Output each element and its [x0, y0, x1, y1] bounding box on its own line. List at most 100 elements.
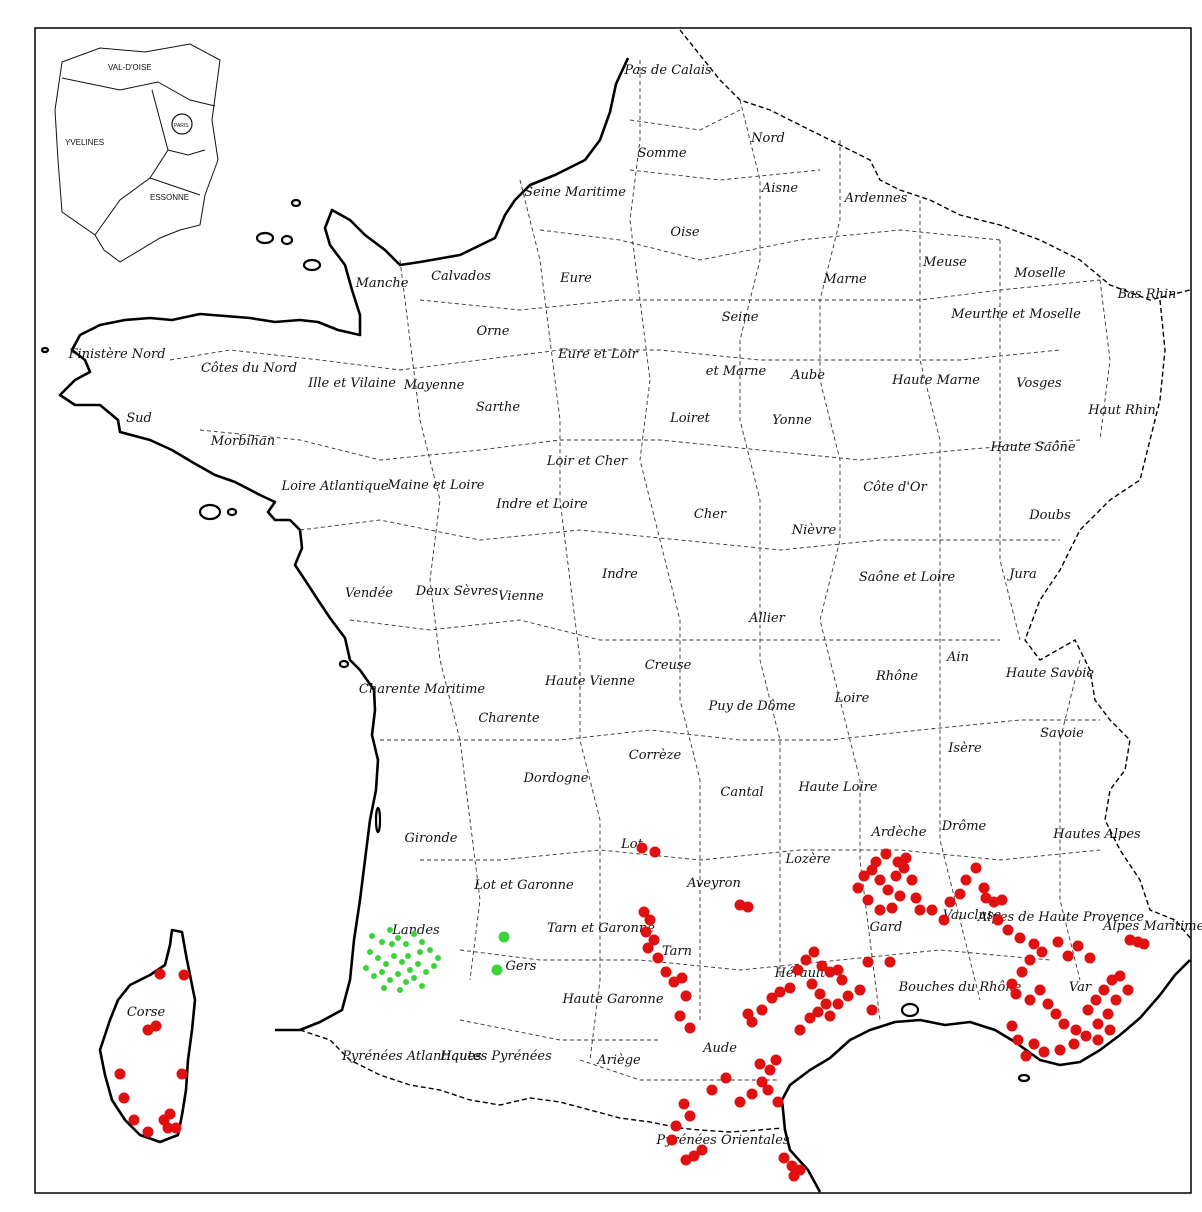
red-marker — [734, 1096, 746, 1108]
department-label: Gironde — [405, 831, 458, 846]
department-label: Aude — [702, 1041, 737, 1056]
department-label: Pyrénées Orientales — [655, 1133, 789, 1148]
green-marker — [411, 931, 417, 937]
department-label: Loir et Cher — [546, 454, 628, 469]
department-label: Eure et Loir — [557, 347, 639, 362]
pyrenees-border — [299, 1029, 783, 1133]
red-marker — [128, 1114, 140, 1126]
red-marker — [894, 890, 906, 902]
red-marker — [858, 870, 870, 882]
red-marker — [832, 964, 844, 976]
green-marker — [431, 963, 437, 969]
green-marker — [371, 973, 377, 979]
red-marker — [824, 1010, 836, 1022]
green-marker — [395, 971, 401, 977]
green-marker — [379, 939, 385, 945]
red-marker — [814, 988, 826, 1000]
red-marker — [649, 846, 661, 858]
red-marker — [678, 1098, 690, 1110]
red-marker — [1122, 984, 1134, 996]
green-marker — [369, 933, 375, 939]
red-marker — [766, 992, 778, 1004]
red-marker — [820, 998, 832, 1010]
department-label: Vienne — [498, 589, 544, 604]
department-label: Deux Sèvres — [415, 584, 499, 599]
red-marker — [980, 892, 992, 904]
department-label: Landes — [391, 923, 440, 938]
red-marker — [784, 982, 796, 994]
red-marker — [1058, 1018, 1070, 1030]
red-marker — [944, 896, 956, 908]
green-marker — [491, 964, 503, 976]
red-marker — [1102, 1008, 1114, 1020]
department-label: Drôme — [941, 819, 987, 834]
green-marker — [363, 965, 369, 971]
red-marker — [1110, 994, 1122, 1006]
red-marker — [1010, 988, 1022, 1000]
department-label: Alpes de Haute Provence — [977, 910, 1145, 925]
department-label: Ardèche — [871, 825, 927, 840]
red-marker — [114, 1068, 126, 1080]
red-marker — [1068, 1038, 1080, 1050]
red-marker — [638, 906, 650, 918]
red-marker — [1052, 936, 1064, 948]
department-label: Ille et Vilaine — [307, 376, 396, 391]
department-label: Eure — [559, 271, 592, 286]
department-label: Charente Maritime — [359, 682, 486, 697]
department-label: Meurthe et Moselle — [950, 307, 1081, 322]
green-marker — [407, 967, 413, 973]
green-marker — [415, 961, 421, 967]
green-marker — [397, 987, 403, 993]
red-marker — [774, 986, 786, 998]
inset-label-paris: PARIS — [174, 123, 189, 129]
red-marker — [1098, 984, 1110, 996]
department-label: Saône et Loire — [859, 570, 956, 585]
red-marker — [874, 904, 886, 916]
red-marker — [680, 990, 692, 1002]
department-label: Puy de Dôme — [707, 699, 795, 714]
department-label: Loire — [834, 691, 870, 706]
department-label: Doubs — [1028, 508, 1071, 523]
green-marker — [381, 985, 387, 991]
red-marker — [1114, 970, 1126, 982]
red-marker — [910, 892, 922, 904]
red-marker — [806, 978, 818, 990]
red-marker — [874, 874, 886, 886]
department-label: Haute Saône — [989, 440, 1075, 455]
red-marker — [642, 942, 654, 954]
red-marker — [808, 946, 820, 958]
department-label: Charente — [478, 711, 540, 726]
red-marker — [1006, 978, 1018, 990]
department-label: Seine Maritime — [524, 185, 626, 200]
red-marker — [1006, 1020, 1018, 1032]
department-label: Orne — [477, 324, 510, 339]
department-label: Loiret — [669, 411, 711, 426]
department-label: Morbihan — [210, 434, 275, 449]
red-marker — [1028, 1038, 1040, 1050]
paris-circle — [171, 113, 193, 135]
red-marker — [1034, 984, 1046, 996]
red-marker — [800, 954, 812, 966]
department-label: Haute Loire — [797, 780, 877, 795]
red-marker — [1054, 1044, 1066, 1056]
green-marker — [498, 931, 510, 943]
map-frame — [34, 27, 1192, 1194]
green-marker — [435, 955, 441, 961]
green-marker — [389, 941, 395, 947]
department-label: Calvados — [431, 269, 491, 284]
red-marker — [884, 956, 896, 968]
department-label: Maine et Loire — [387, 478, 485, 493]
department-label: Côte d'Or — [863, 480, 927, 495]
green-marker — [387, 927, 393, 933]
red-marker — [640, 926, 652, 938]
red-marker — [906, 874, 918, 886]
red-occurrence-markers — [114, 842, 1150, 1182]
department-label: Haute Garonne — [561, 992, 663, 1007]
department-label: Corrèze — [629, 748, 682, 763]
red-marker — [652, 952, 664, 964]
red-marker — [804, 1012, 816, 1024]
inset-label-val-d-oise: VAL-D'OISE — [108, 63, 152, 72]
red-marker — [644, 914, 656, 926]
department-label: Ariège — [596, 1053, 641, 1068]
